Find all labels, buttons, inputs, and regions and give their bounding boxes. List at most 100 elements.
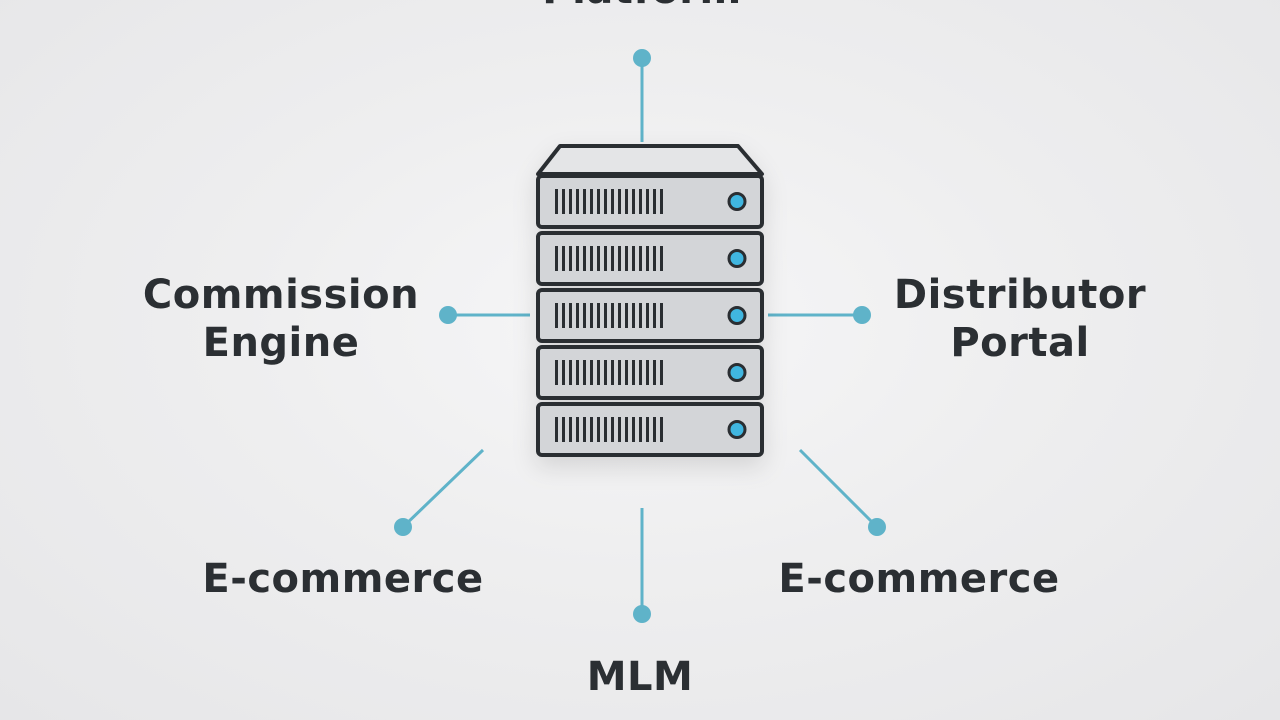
server-vent-slot xyxy=(569,189,572,214)
server-vent-slot xyxy=(562,189,565,214)
server-unit-body xyxy=(536,288,764,343)
server-vent-slot xyxy=(583,360,586,385)
node-label-ecommerce-right: E-commerce xyxy=(766,555,1072,603)
server-vent-slot xyxy=(583,303,586,328)
connector-ecommerce-left xyxy=(401,448,485,529)
node-label-top: Platform xyxy=(540,0,744,14)
server-vent-slot xyxy=(660,417,663,442)
server-vent-slot xyxy=(569,417,572,442)
server-vent-slot xyxy=(618,360,621,385)
node-label-distributor-portal-line-2: Portal xyxy=(950,320,1090,366)
server-vent-slot xyxy=(646,360,649,385)
server-vent-slot xyxy=(625,360,628,385)
server-vent-slot xyxy=(597,417,600,442)
server-vent-slot xyxy=(576,189,579,214)
server-rack-icon xyxy=(536,144,764,457)
node-label-commission-engine-line-2: Engine xyxy=(202,320,360,366)
server-vent-slot xyxy=(590,303,593,328)
server-vent-slot xyxy=(618,303,621,328)
server-vent-slot xyxy=(583,189,586,214)
server-vent-slot xyxy=(597,189,600,214)
node-label-ecommerce-left-line-1: E-commerce xyxy=(202,556,484,602)
node-dot-ecommerce-right xyxy=(868,518,886,536)
server-vent-slot xyxy=(611,189,614,214)
server-vent-slot xyxy=(576,417,579,442)
server-unit xyxy=(536,402,764,457)
node-dot-top xyxy=(633,49,651,67)
server-vent-slot xyxy=(653,417,656,442)
server-vent-slot xyxy=(625,189,628,214)
server-vent-slot xyxy=(646,246,649,271)
server-vent-slot xyxy=(569,246,572,271)
server-vent-slot xyxy=(632,303,635,328)
server-status-led-icon xyxy=(727,420,747,439)
server-vent-slot xyxy=(604,360,607,385)
server-vent-slot xyxy=(611,303,614,328)
server-status-led-icon xyxy=(727,249,747,268)
server-vent-slot xyxy=(611,417,614,442)
server-unit xyxy=(536,174,764,229)
server-vent-slot xyxy=(576,303,579,328)
server-unit-body xyxy=(536,402,764,457)
server-vent-slot xyxy=(632,360,635,385)
server-vent-slot xyxy=(618,189,621,214)
node-label-ecommerce-left: E-commerce xyxy=(190,555,496,603)
server-vent-slot xyxy=(569,303,572,328)
server-vent-slot xyxy=(618,246,621,271)
server-vent-slot xyxy=(555,417,558,442)
server-unit xyxy=(536,231,764,286)
server-unit xyxy=(536,288,764,343)
server-vent-slot xyxy=(590,360,593,385)
node-label-ecommerce-right-line-1: E-commerce xyxy=(778,556,1060,602)
server-vent-slot xyxy=(611,246,614,271)
server-vent-slot xyxy=(562,303,565,328)
node-label-mlm: MLM xyxy=(560,653,720,701)
server-vent-slot xyxy=(604,303,607,328)
server-vent-slot xyxy=(569,360,572,385)
server-vent-slot xyxy=(555,189,558,214)
node-label-distributor-portal-line-1: Distributor xyxy=(893,272,1147,318)
connector-lines xyxy=(401,58,879,614)
server-vent-slot xyxy=(597,303,600,328)
server-vent-slot xyxy=(639,303,642,328)
node-dot-mlm xyxy=(633,605,651,623)
node-dot-commission-engine xyxy=(439,306,457,324)
server-vent-slot xyxy=(660,360,663,385)
server-vent-slot xyxy=(632,189,635,214)
connector-ecommerce-right xyxy=(798,448,879,529)
server-vent-slot xyxy=(555,246,558,271)
node-dot-distributor-portal xyxy=(853,306,871,324)
server-vent-slot xyxy=(625,417,628,442)
node-label-distributor-portal: Distributor Portal xyxy=(890,271,1150,367)
server-status-led-icon xyxy=(727,363,747,382)
server-vent-slot xyxy=(562,417,565,442)
node-label-top-line-1: Platform xyxy=(540,0,744,14)
server-vent-slot xyxy=(639,246,642,271)
server-unit-body xyxy=(536,345,764,400)
node-label-commission-engine-line-1: Commission xyxy=(142,272,420,318)
server-vent-slot xyxy=(583,417,586,442)
server-vent-slot xyxy=(660,246,663,271)
connector-dots xyxy=(394,49,886,623)
server-vent-slot xyxy=(660,189,663,214)
server-unit xyxy=(536,345,764,400)
node-label-commission-engine: Commission Engine xyxy=(136,271,426,367)
server-vent-slot xyxy=(653,189,656,214)
server-vent-slot xyxy=(590,189,593,214)
node-dot-ecommerce-left xyxy=(394,518,412,536)
server-vent-slot xyxy=(632,246,635,271)
server-vent-slot xyxy=(590,246,593,271)
server-rack-top xyxy=(536,144,764,176)
server-status-led-icon xyxy=(727,192,747,211)
server-vent-slot xyxy=(618,417,621,442)
server-vent-slot xyxy=(660,303,663,328)
server-vent-slot xyxy=(597,360,600,385)
server-vent-slot xyxy=(562,246,565,271)
server-vent-slot xyxy=(646,189,649,214)
server-unit-body xyxy=(536,174,764,229)
server-vent-slot xyxy=(576,360,579,385)
server-vent-slot xyxy=(646,303,649,328)
server-vent-slot xyxy=(632,417,635,442)
server-unit-body xyxy=(536,231,764,286)
